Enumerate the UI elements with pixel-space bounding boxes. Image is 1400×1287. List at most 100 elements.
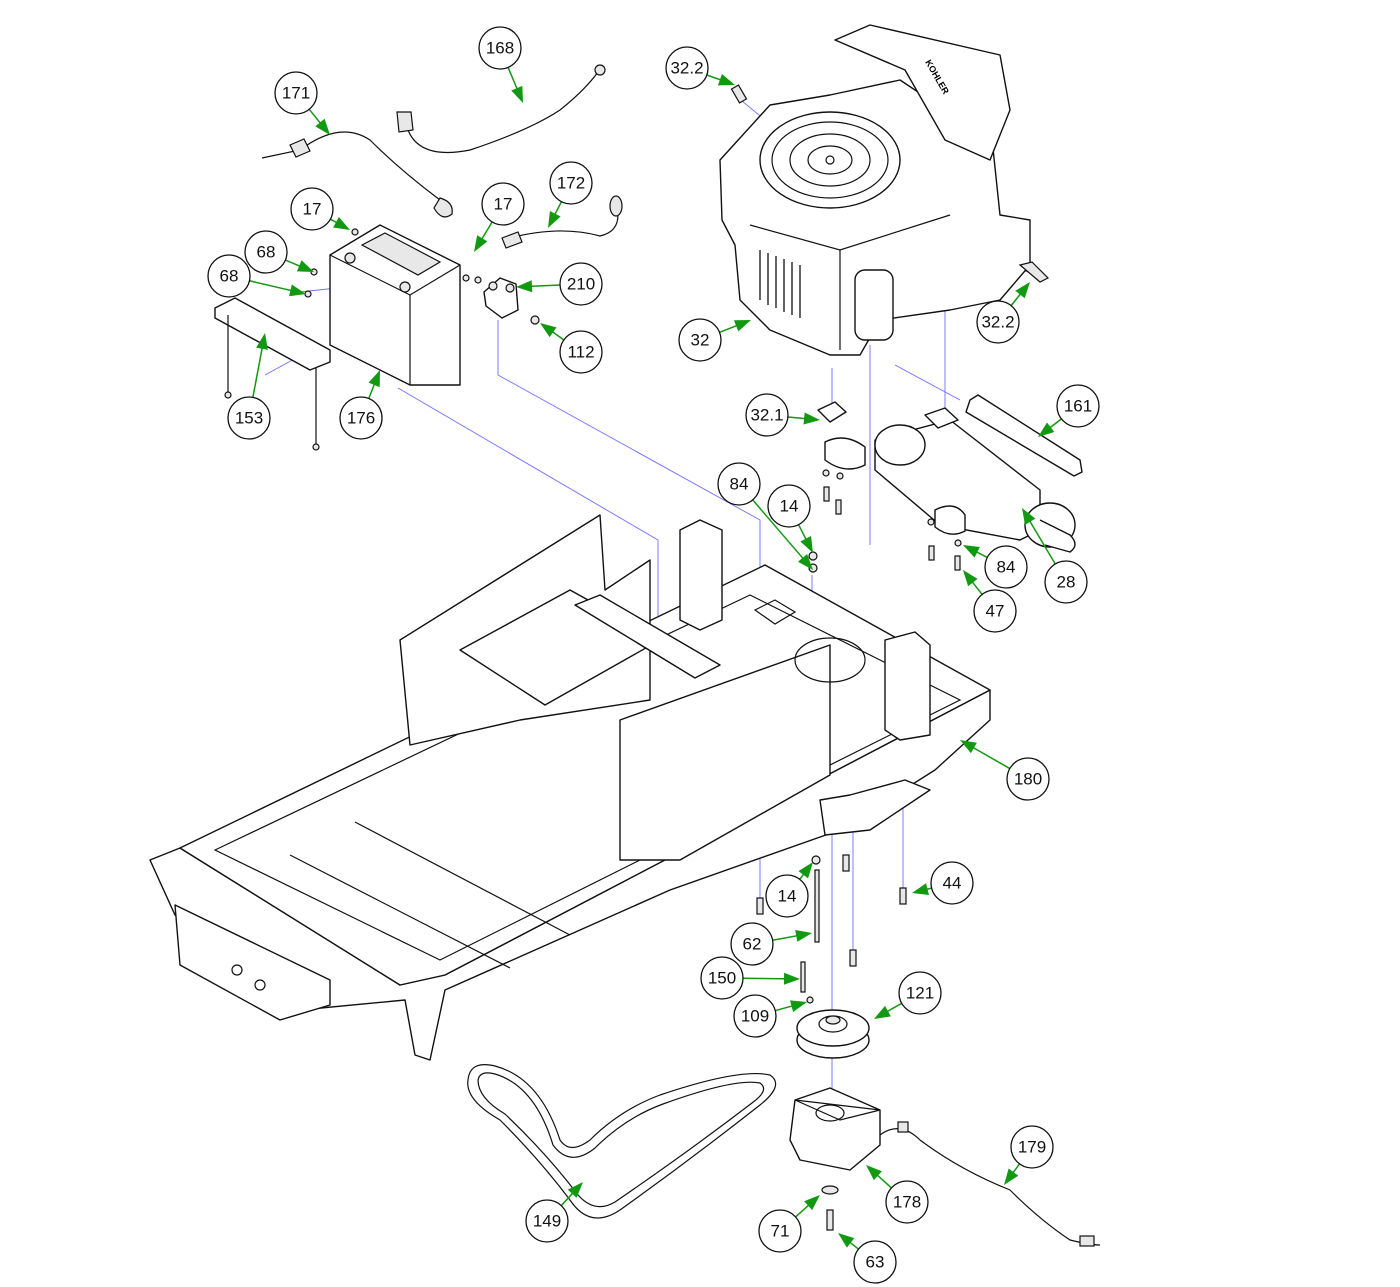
arrowhead: [1038, 422, 1055, 437]
engine-32: KOHLER: [719, 24, 1031, 356]
callout-circle: [765, 874, 809, 918]
arrowhead: [474, 235, 488, 252]
callout-label: 179: [1018, 1138, 1046, 1157]
arrowhead: [798, 862, 813, 879]
callout-circle: [559, 330, 603, 374]
arrowhead: [804, 1195, 820, 1211]
callout-label: 109: [741, 1007, 769, 1026]
callout-circle: [478, 26, 522, 70]
callout-circle: [678, 318, 722, 362]
callout-172: 172: [548, 161, 593, 228]
callout-circle: [244, 230, 288, 274]
heat-shield-161: [965, 394, 1083, 477]
arrowhead: [567, 1182, 583, 1198]
callout-circle: [898, 971, 942, 1015]
arrowhead: [866, 1165, 882, 1181]
arrowhead: [315, 118, 330, 135]
callout-label: 68: [257, 243, 276, 262]
callout-circle: [745, 393, 789, 437]
callout-arrow: [1025, 514, 1056, 565]
callout-17: 17: [474, 182, 525, 252]
arrowhead: [333, 217, 350, 230]
callout-44: 44: [912, 861, 974, 905]
callout-label: 176: [347, 409, 375, 428]
callout-161: 161: [1038, 384, 1100, 437]
callout-circle: [525, 1199, 569, 1243]
callout-28: 28: [1022, 508, 1088, 604]
battery-hold-down-153: [214, 297, 331, 451]
callout-circle: [973, 589, 1017, 633]
callout-84: 84: [717, 462, 813, 570]
callout-circle: [1044, 560, 1088, 604]
callout-label: 171: [282, 84, 310, 103]
callout-circle: [481, 182, 525, 226]
arrowhead: [548, 211, 561, 228]
hardware-bolts: [808, 469, 962, 573]
arrowhead: [1022, 508, 1036, 525]
callout-label: 32.2: [670, 59, 703, 78]
callout-circle: [767, 484, 811, 528]
callout-label: 47: [986, 602, 1005, 621]
callout-label: 150: [708, 969, 736, 988]
muffler-28: [817, 401, 1076, 553]
callout-32-2: 32.2: [665, 46, 735, 90]
callout-179: 179: [1004, 1125, 1054, 1185]
frame-180: [149, 514, 991, 1061]
callout-68: 68: [207, 254, 306, 298]
callout-32-2: 32.2: [976, 282, 1030, 344]
callout-label: 17: [303, 200, 322, 219]
callout-label: 172: [557, 174, 585, 193]
callout-153: 153: [227, 333, 271, 440]
pulley-121: [796, 1009, 870, 1059]
callout-label: 62: [743, 935, 762, 954]
callout-circle: [1010, 1125, 1054, 1169]
callout-circle: [1056, 384, 1100, 428]
callout-label: 14: [780, 497, 799, 516]
callout-circle: [984, 545, 1028, 589]
arrowhead: [516, 280, 533, 293]
callout-circle: [733, 994, 777, 1038]
callout-circle: [549, 161, 593, 205]
callout-arrow: [752, 499, 809, 565]
callout-149: 149: [525, 1182, 583, 1243]
battery-cables: [261, 64, 623, 249]
arrowhead: [800, 536, 813, 553]
arrowhead: [798, 553, 813, 570]
spark-plugs-32-2: [730, 84, 1050, 283]
callout-label: 71: [771, 1222, 790, 1241]
callout-63: 63: [838, 1233, 897, 1284]
callout-label: 210: [567, 275, 595, 294]
callout-label: 149: [533, 1212, 561, 1231]
callout-label: 32.2: [981, 313, 1014, 332]
callout-label: 153: [235, 409, 263, 428]
callout-171: 171: [274, 71, 330, 135]
callout-62: 62: [730, 922, 812, 966]
arrowhead: [256, 333, 268, 350]
callout-84: 84: [963, 545, 1028, 589]
callout-label: 178: [893, 1193, 921, 1212]
callout-circle: [853, 1240, 897, 1284]
solenoid-210: [304, 228, 540, 325]
callout-112: 112: [540, 323, 603, 374]
arrowhead: [540, 323, 557, 338]
belt-149: [467, 1064, 777, 1219]
callout-label: 84: [997, 558, 1016, 577]
callout-label: 44: [943, 874, 962, 893]
callout-label: 112: [567, 343, 594, 362]
callout-circle: [930, 861, 974, 905]
arrowhead: [289, 284, 306, 297]
callout-17: 17: [290, 187, 350, 231]
callout-label: 14: [778, 887, 797, 906]
callout-label: 84: [730, 475, 749, 494]
callout-14: 14: [765, 862, 813, 918]
callout-label: 161: [1064, 397, 1092, 416]
arrowhead: [874, 1005, 891, 1019]
callout-arrow: [252, 340, 265, 398]
callout-180: 180: [960, 740, 1050, 801]
callout-circle: [207, 254, 251, 298]
arrowhead: [1004, 1168, 1019, 1185]
callout-circle: [717, 462, 761, 506]
arrowhead: [789, 1000, 807, 1012]
arrowhead: [795, 929, 812, 942]
